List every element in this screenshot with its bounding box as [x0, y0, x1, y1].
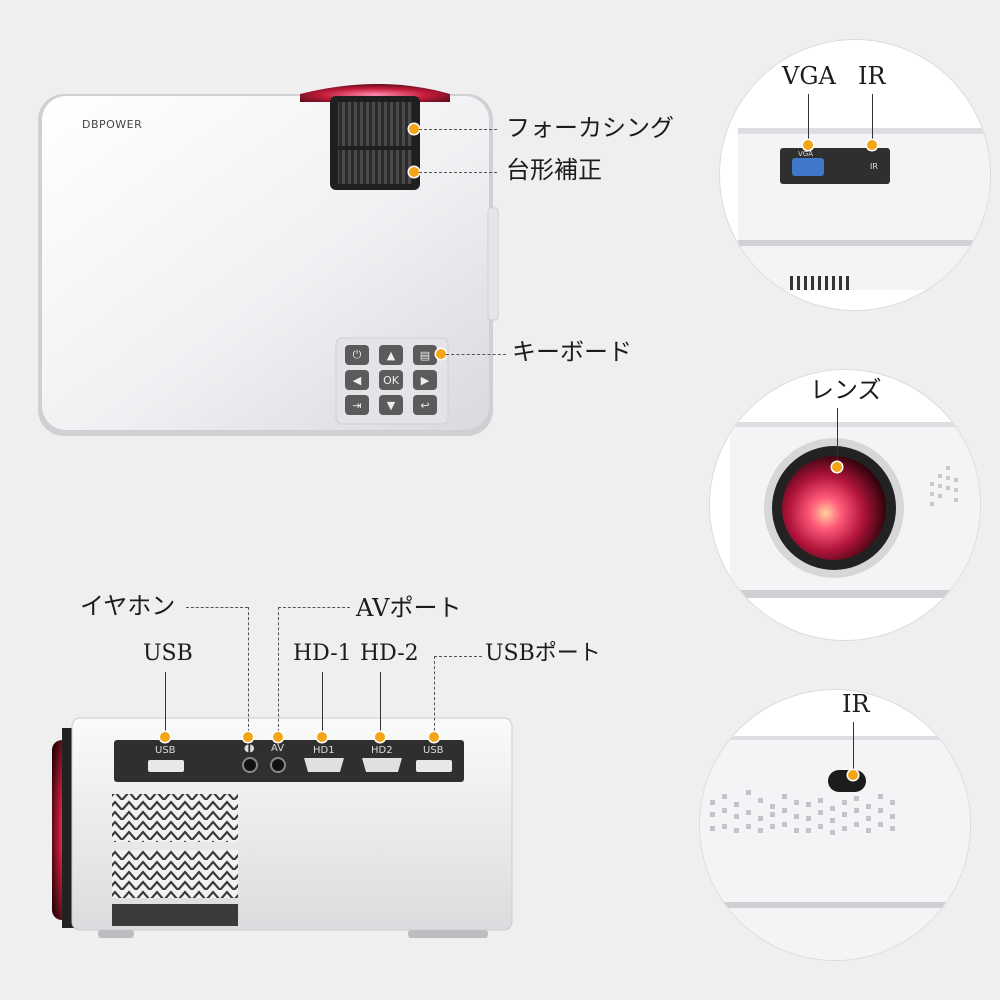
hd1-leader	[322, 672, 323, 737]
earphone-dot	[243, 732, 253, 742]
lens-label: レンズ	[810, 376, 882, 404]
av-dot	[273, 732, 283, 742]
key-menu[interactable]: ▤	[413, 345, 437, 365]
vga-leader	[808, 94, 809, 144]
key-ok[interactable]: OK	[379, 370, 403, 390]
detail-vga-ir: VGA IR VGA IR	[720, 40, 990, 310]
keystone-leader	[419, 172, 497, 173]
port-label-av: AV	[271, 743, 285, 754]
port-label-hd2: HD2	[371, 745, 393, 756]
usb-port-label: USBポート	[485, 641, 601, 666]
port-label-usb-right: USB	[423, 745, 444, 756]
key-power[interactable]: ⏻	[345, 345, 369, 365]
front-ir-dot	[848, 770, 858, 780]
keyboard-leader	[446, 354, 506, 355]
ir-label-top: IR	[858, 62, 886, 90]
hd1-label: HD-1	[293, 641, 352, 666]
earphone-label: イヤホン	[80, 592, 176, 620]
usb-port-leader-h	[434, 656, 482, 657]
av-leader-h	[278, 607, 350, 608]
ir-dot	[867, 140, 877, 150]
panel-vga-text: VGA	[798, 150, 814, 158]
av-port-label: AVポート	[356, 594, 462, 622]
top-view: DBPOWER ⏻ ▲ ▤ ◀ OK ▶ ⇥ ▼ ↩	[30, 80, 500, 445]
key-left[interactable]: ◀	[345, 370, 369, 390]
keystone-dot	[409, 167, 419, 177]
usb-port-leader-v	[434, 656, 435, 736]
vga-dot	[803, 140, 813, 150]
keyboard-dot	[436, 349, 446, 359]
focus-leader	[419, 129, 497, 130]
focus-dot	[409, 124, 419, 134]
hd2-leader	[380, 672, 381, 737]
key-right[interactable]: ▶	[413, 370, 437, 390]
key-down[interactable]: ▼	[379, 395, 403, 415]
rear-view: USB ◖◗ AV HD1 HD2 USB	[38, 700, 518, 950]
lens-dot	[832, 462, 842, 472]
ir-leader	[872, 94, 873, 144]
key-back[interactable]: ↩	[413, 395, 437, 415]
key-up[interactable]: ▲	[379, 345, 403, 365]
focus-label: フォーカシング	[506, 114, 674, 142]
port-label-usb-left: USB	[155, 745, 176, 756]
usb-label: USB	[143, 641, 193, 666]
earphone-leader-v	[248, 607, 249, 737]
lens-leader	[837, 408, 838, 466]
hd2-label: HD-2	[360, 641, 419, 666]
vga-label: VGA	[782, 62, 836, 90]
front-ir-leader	[853, 722, 854, 774]
av-leader-v	[278, 607, 279, 737]
earphone-leader-h	[186, 607, 248, 608]
brand-logo: DBPOWER	[82, 118, 143, 131]
front-ir-label: IR	[842, 690, 870, 718]
keyboard-label: キーボード	[512, 338, 632, 366]
key-source[interactable]: ⇥	[345, 395, 369, 415]
usb-dot	[160, 732, 170, 742]
hd1-dot	[317, 732, 327, 742]
front-ir-image	[700, 736, 970, 960]
keystone-label: 台形補正	[506, 156, 602, 184]
detail-lens: レンズ	[710, 370, 980, 640]
usb-port-dot	[429, 732, 439, 742]
port-label-hd1: HD1	[313, 745, 335, 756]
vga-ir-image	[738, 128, 990, 290]
projector-top-image	[38, 84, 499, 436]
hd2-dot	[375, 732, 385, 742]
usb-leader	[165, 672, 166, 737]
panel-ir-text: IR	[870, 162, 878, 171]
lens-image	[730, 422, 980, 598]
detail-front-ir: IR	[700, 690, 970, 960]
projector-rear-image	[52, 717, 513, 938]
port-label-earphone-icon: ◖◗	[244, 743, 255, 754]
